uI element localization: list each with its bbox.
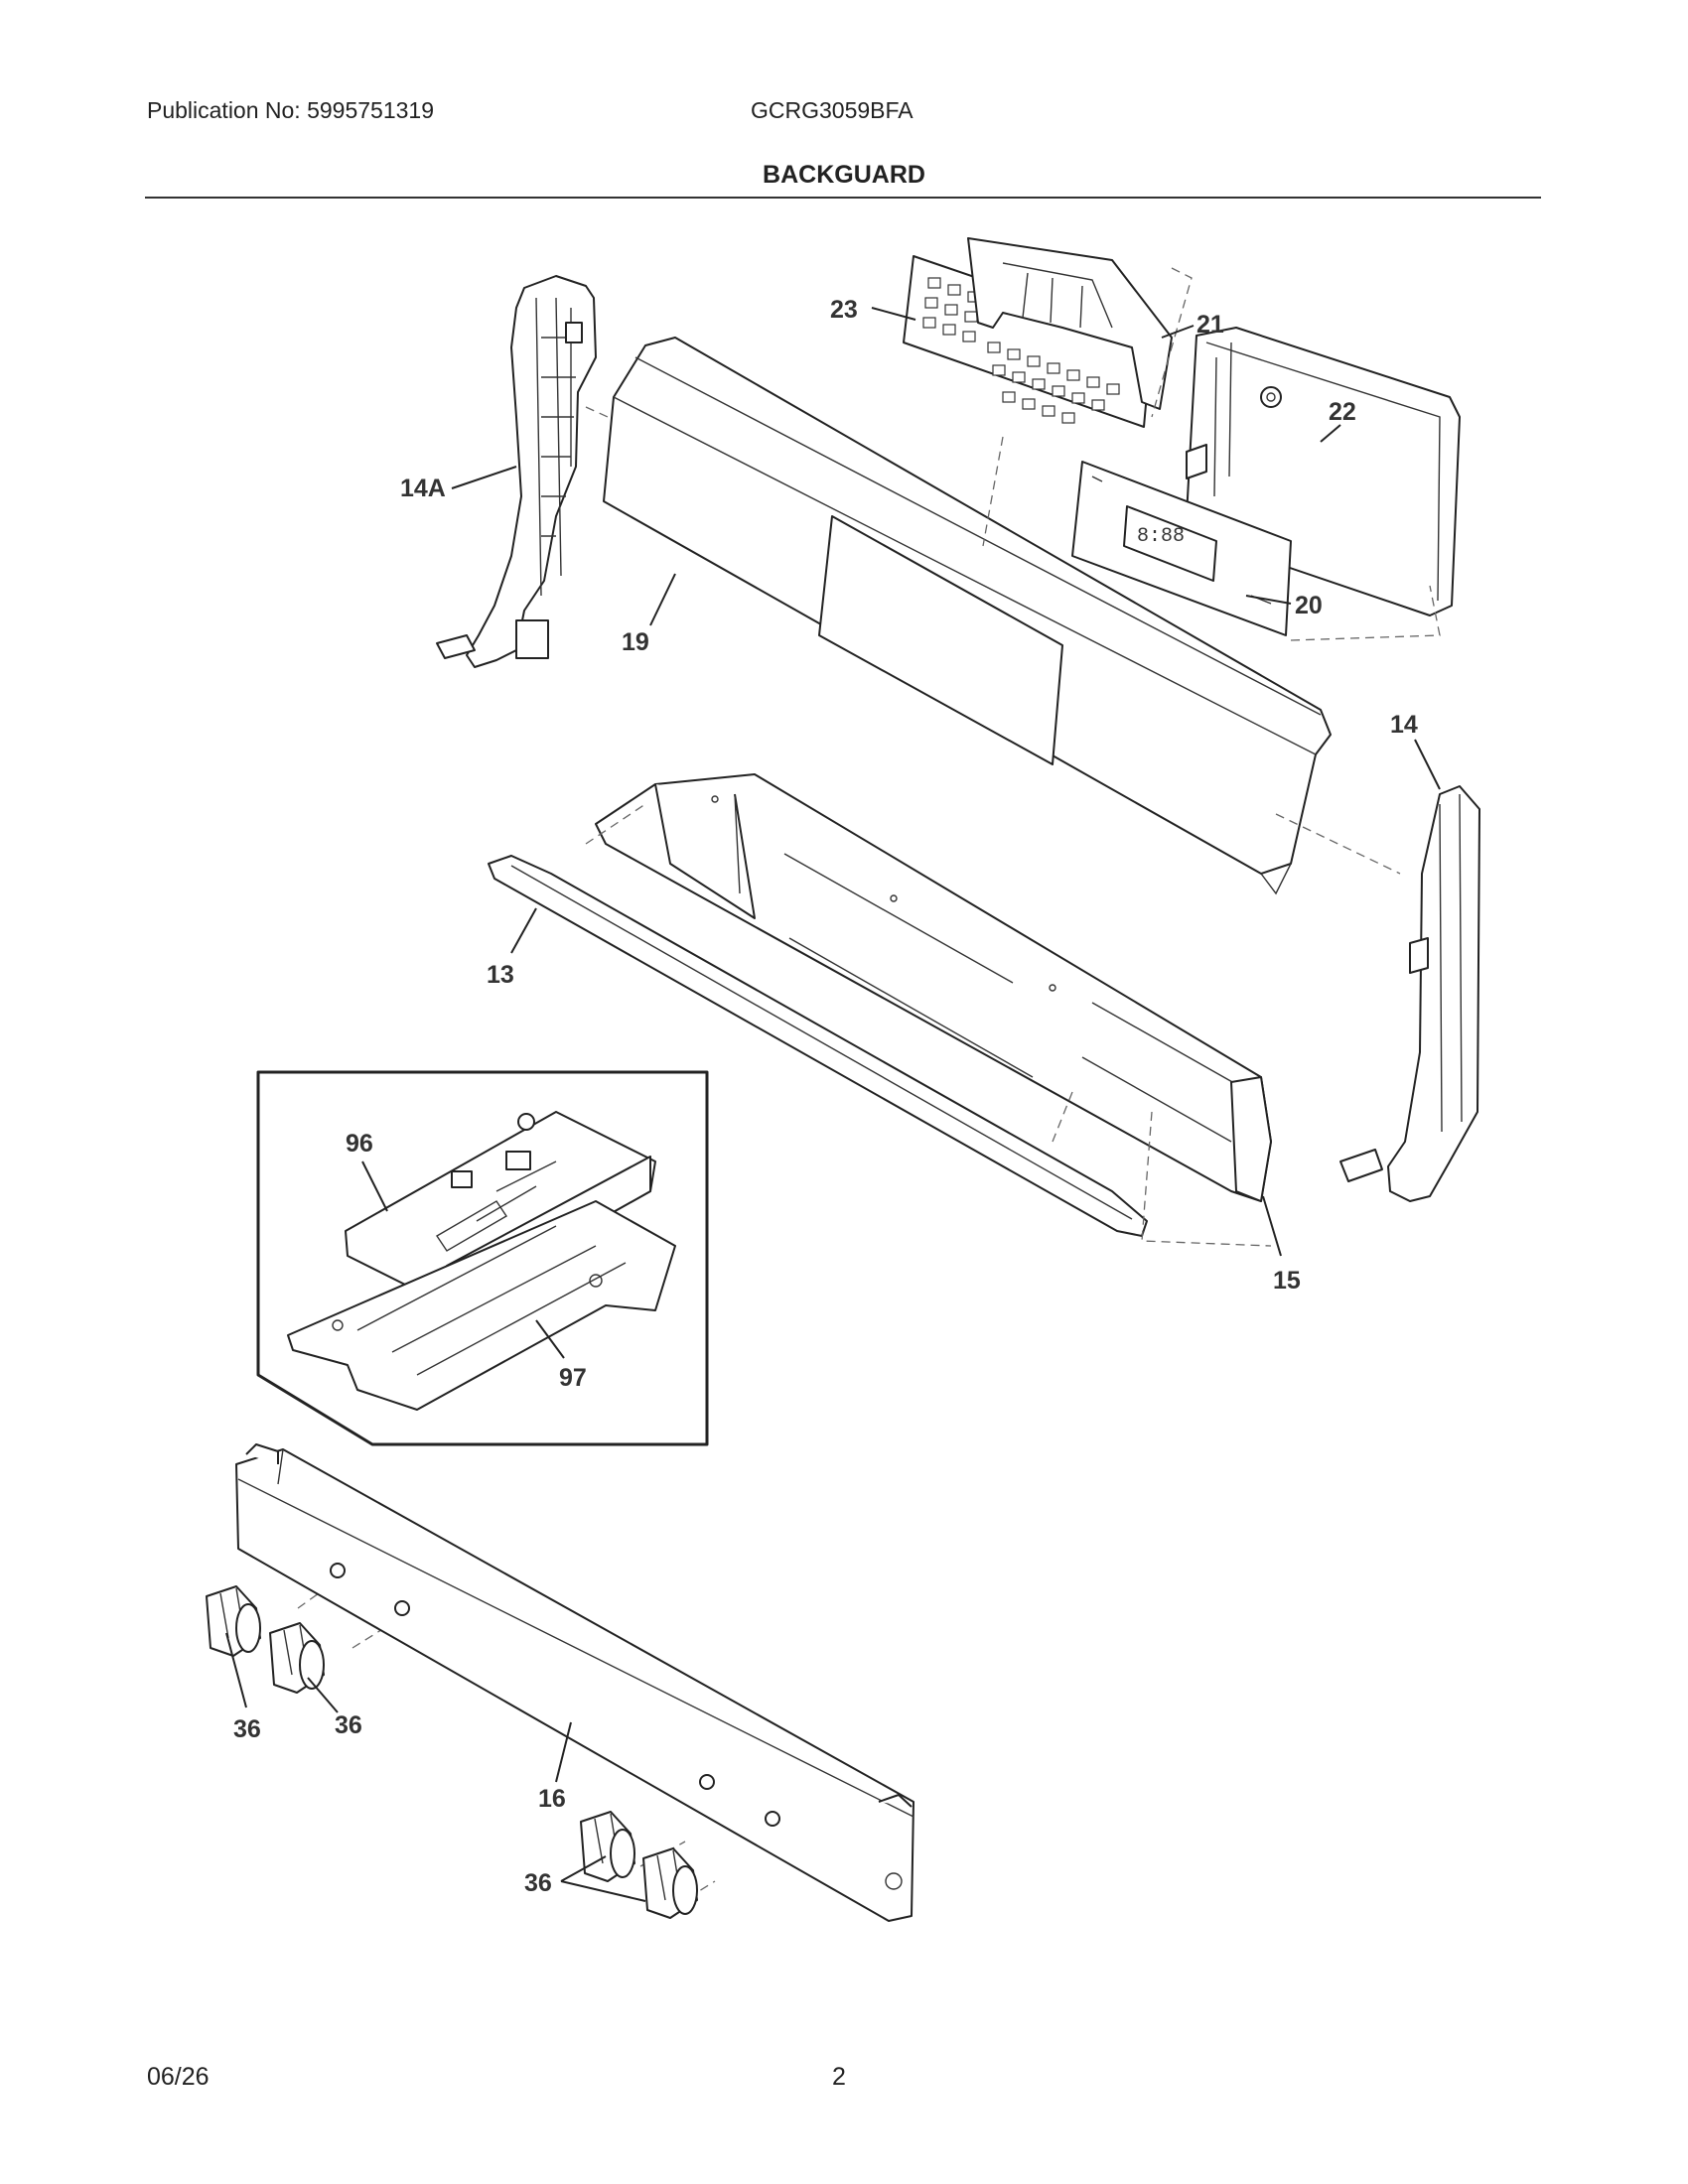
page-title: BACKGUARD bbox=[763, 161, 925, 189]
part-16-manifold-panel[interactable] bbox=[235, 1443, 914, 1922]
callout-21: 21 bbox=[1196, 311, 1224, 339]
revision-date: 06/26 bbox=[147, 2063, 210, 2091]
part-20-display-board[interactable]: 8:88 bbox=[1071, 461, 1292, 636]
callout-36-b: 36 bbox=[335, 1711, 362, 1739]
part-36-knob-3[interactable] bbox=[580, 1811, 635, 1882]
callout-19: 19 bbox=[622, 628, 649, 656]
inset-control-board-box bbox=[256, 1070, 709, 1446]
page-number: 2 bbox=[832, 2063, 846, 2091]
callout-15: 15 bbox=[1273, 1267, 1301, 1295]
callout-14: 14 bbox=[1390, 711, 1418, 739]
display-digits: 8:88 bbox=[1137, 525, 1185, 548]
callout-16: 16 bbox=[538, 1785, 566, 1813]
part-13-trim-strip[interactable] bbox=[488, 855, 1148, 1237]
publication-number: Publication No: 5995751319 bbox=[147, 97, 435, 123]
part-36-knob-2[interactable] bbox=[269, 1622, 325, 1694]
callout-97: 97 bbox=[559, 1364, 587, 1392]
callout-36-a: 36 bbox=[233, 1715, 261, 1743]
part-97-board-bracket[interactable] bbox=[287, 1200, 676, 1411]
part-14-right-end-cap[interactable] bbox=[1339, 785, 1480, 1202]
part-23-keypad[interactable] bbox=[903, 255, 1153, 428]
callout-20: 20 bbox=[1295, 592, 1323, 619]
part-36-knob-4[interactable] bbox=[642, 1847, 698, 1919]
part-15-backguard-bracket[interactable] bbox=[595, 773, 1272, 1202]
model-number: GCRG3059BFA bbox=[751, 97, 914, 123]
callout-13: 13 bbox=[487, 961, 514, 989]
callout-96: 96 bbox=[346, 1130, 373, 1158]
keypad-keys bbox=[922, 277, 1120, 424]
title-divider bbox=[145, 197, 1541, 199]
callout-23: 23 bbox=[830, 296, 858, 324]
alignment-lines bbox=[297, 267, 1441, 1907]
part-19-console-panel[interactable] bbox=[603, 337, 1332, 895]
callout-14a: 14A bbox=[400, 475, 446, 502]
leader-lines bbox=[225, 307, 1441, 1902]
part-36-knob-1[interactable] bbox=[206, 1585, 261, 1657]
part-14a-left-end-cap[interactable] bbox=[436, 275, 597, 668]
callout-22: 22 bbox=[1329, 398, 1356, 426]
callout-36-c: 36 bbox=[524, 1869, 552, 1897]
part-21-keypad-bracket[interactable] bbox=[967, 237, 1173, 410]
